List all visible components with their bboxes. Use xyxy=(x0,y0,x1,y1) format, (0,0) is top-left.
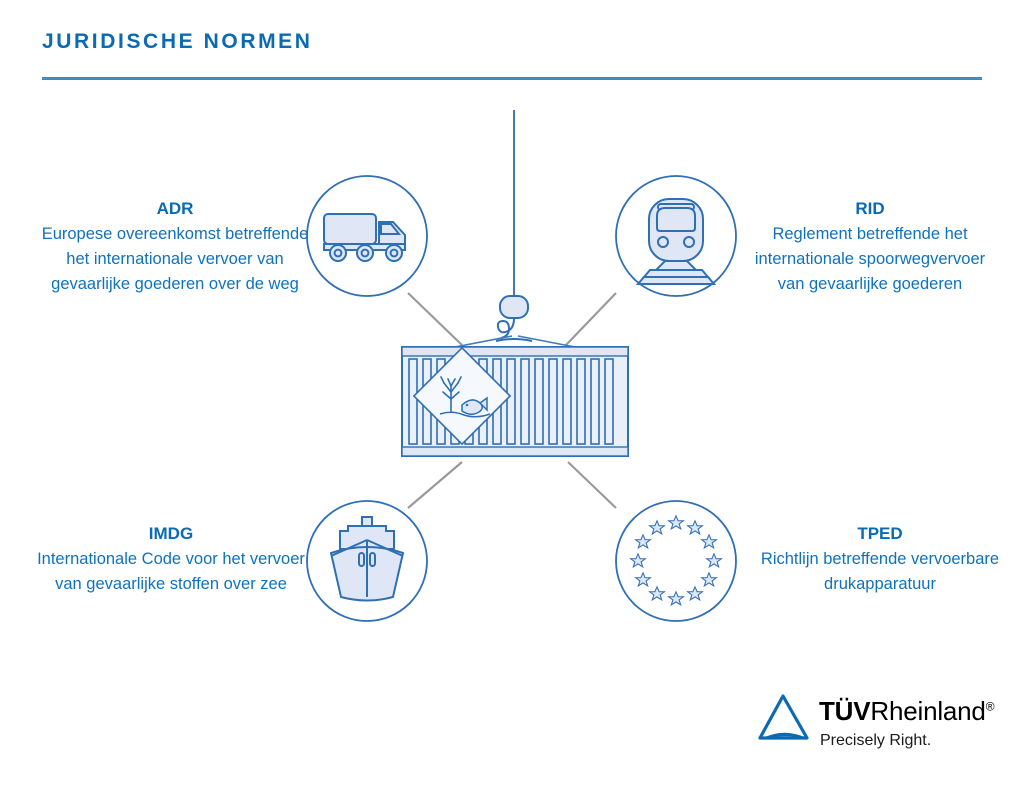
node-code-adr: ADR xyxy=(156,199,194,218)
logo-brand-regular: Rheinland xyxy=(870,696,986,726)
logo-brand-bold: TÜV xyxy=(819,696,871,726)
ship-icon xyxy=(329,516,405,602)
icon-circle-rid[interactable] xyxy=(615,175,737,297)
icon-circle-adr[interactable] xyxy=(306,175,428,297)
node-label-imdg: IMDG Internationale Code voor het vervoe… xyxy=(26,521,316,597)
node-code-tped: TPED xyxy=(857,524,903,543)
icon-circle-tped[interactable] xyxy=(615,500,737,622)
shipping-container xyxy=(401,346,629,457)
icon-circle-imdg[interactable] xyxy=(306,500,428,622)
node-label-adr: ADR Europese overeenkomst betreffende he… xyxy=(30,196,320,297)
node-code-imdg: IMDG xyxy=(148,524,194,543)
page-title: JURIDISCHE NORMEN xyxy=(42,30,313,53)
tuv-rheinland-triangle-mark xyxy=(758,694,809,740)
node-label-tped: TPED Richtlijn betreffende vervoerbare d… xyxy=(760,521,1000,597)
connector-tped xyxy=(567,461,617,509)
crane-hook xyxy=(413,110,617,354)
environmental-hazard-placard xyxy=(412,346,512,446)
eu-stars-icon xyxy=(629,514,723,607)
tuv-rheinland-logo: TÜVRheinland® Precisely Right. xyxy=(757,694,995,756)
node-description-adr: Europese overeenkomst betreffende het in… xyxy=(41,225,309,293)
connector-lines xyxy=(407,292,617,509)
connector-rid xyxy=(565,292,617,346)
logo-tagline: Precisely Right. xyxy=(820,732,932,749)
logo-wordmark: TÜVRheinland® xyxy=(819,696,995,727)
registered-mark: ® xyxy=(985,699,995,714)
node-description-tped: Richtlijn betreffende vervoerbare drukap… xyxy=(760,550,1000,593)
connector-adr xyxy=(407,292,463,346)
node-description-imdg: Internationale Code voor het vervoer van… xyxy=(37,550,305,593)
header-divider xyxy=(42,77,982,80)
connector-imdg xyxy=(407,461,463,509)
node-description-rid: Reglement betreffende het internationale… xyxy=(754,225,986,293)
train-icon xyxy=(635,198,717,285)
node-code-rid: RID xyxy=(855,199,885,218)
truck-icon xyxy=(323,213,406,262)
node-label-rid: RID Reglement betreffende het internatio… xyxy=(744,196,996,297)
